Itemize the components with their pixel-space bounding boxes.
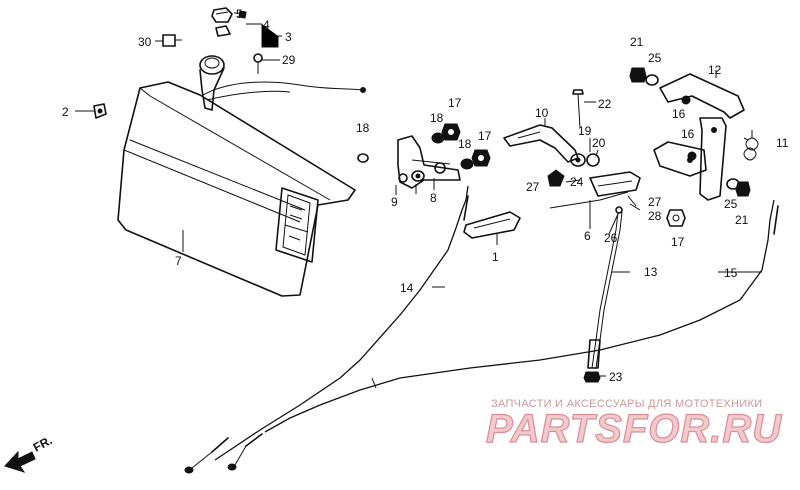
callout-6: 6 bbox=[584, 229, 591, 243]
callout-30: 30 bbox=[138, 35, 152, 49]
callout-20: 20 bbox=[592, 136, 606, 150]
callout-24: 24 bbox=[570, 175, 584, 189]
callout-21-a: 21 bbox=[630, 35, 644, 49]
front-arrow-icon bbox=[4, 450, 36, 473]
screw-16-b bbox=[687, 151, 697, 161]
callout-8: 8 bbox=[430, 191, 437, 205]
callout-28: 28 bbox=[648, 209, 662, 223]
watermark-logo: PARTSFOR.RU bbox=[486, 407, 782, 451]
callout-23: 23 bbox=[609, 370, 623, 384]
callout-12: 12 bbox=[708, 63, 722, 77]
callout-18-b: 18 bbox=[430, 111, 444, 125]
nut-17-b bbox=[471, 149, 491, 167]
callout-7: 7 bbox=[175, 254, 182, 268]
rod-13 bbox=[587, 211, 623, 369]
callout-17-a: 17 bbox=[448, 96, 462, 110]
nut-21-upper bbox=[629, 67, 647, 83]
watermark-tagline: ЗАПЧАСТИ И АКСЕССУАРЫ ДЛЯ МОТОТЕХНИКИ bbox=[491, 398, 762, 410]
callout-27-b: 27 bbox=[648, 195, 662, 209]
bracket-12 bbox=[653, 73, 745, 201]
pin-27-b bbox=[627, 195, 637, 207]
callout-16-b: 16 bbox=[681, 127, 695, 141]
pin-27-a bbox=[565, 179, 581, 183]
spring-24 bbox=[547, 169, 565, 187]
link-rod-6 bbox=[549, 171, 641, 209]
callout-1: 1 bbox=[492, 250, 499, 264]
callout-2: 2 bbox=[62, 105, 69, 119]
washer-18-c bbox=[460, 158, 474, 170]
callout-19: 19 bbox=[578, 124, 592, 138]
washer-25-upper bbox=[645, 74, 659, 86]
callout-29: 29 bbox=[282, 53, 296, 67]
washer-19 bbox=[570, 153, 586, 167]
callout-25-a: 25 bbox=[648, 51, 662, 65]
front-direction-indicator: FR. bbox=[4, 433, 55, 473]
callout-14: 14 bbox=[400, 281, 414, 295]
callout-4: 4 bbox=[263, 18, 270, 32]
nut-21-lower bbox=[735, 181, 751, 197]
bolt-22 bbox=[572, 89, 584, 129]
front-label: FR. bbox=[31, 433, 55, 454]
nut-17-c bbox=[666, 209, 686, 227]
grip-1 bbox=[463, 211, 521, 239]
callout-9: 9 bbox=[391, 195, 398, 209]
callout-3: 3 bbox=[285, 30, 292, 44]
callout-27-a: 27 bbox=[526, 180, 540, 194]
callout-11: 11 bbox=[776, 136, 789, 150]
callout-22: 22 bbox=[598, 97, 612, 111]
washer-18-left bbox=[357, 153, 369, 163]
cable-14 bbox=[184, 185, 469, 474]
callout-21-b: 21 bbox=[735, 213, 749, 227]
callout-26: 26 bbox=[604, 231, 618, 245]
callout-18-a: 18 bbox=[356, 121, 370, 135]
callout-5: 5 bbox=[236, 7, 243, 21]
callout-labels: 1 2 3 4 5 6 7 8 9 10 11 12 13 14 15 16 1… bbox=[62, 7, 789, 384]
callout-10: 10 bbox=[535, 106, 549, 120]
callout-17-c: 17 bbox=[671, 235, 685, 249]
nut-23 bbox=[583, 371, 601, 383]
clip-28 bbox=[629, 203, 641, 211]
callout-25-b: 25 bbox=[724, 197, 738, 211]
clip-2 bbox=[93, 103, 107, 119]
side-cover-panel bbox=[117, 81, 356, 297]
callout-15: 15 bbox=[724, 266, 738, 280]
collar-20 bbox=[586, 153, 600, 167]
screw-16-a bbox=[681, 95, 691, 105]
callout-18-c: 18 bbox=[458, 137, 472, 151]
leader-lines bbox=[75, 12, 762, 377]
key-cylinder-assembly bbox=[199, 7, 366, 111]
callout-16-a: 16 bbox=[672, 107, 686, 121]
hinge-bracket-8 bbox=[397, 135, 461, 189]
washer-18-b bbox=[431, 132, 445, 144]
screw-29 bbox=[253, 53, 263, 74]
screw-30 bbox=[162, 34, 182, 47]
callout-17-b: 17 bbox=[478, 129, 492, 143]
nut-17-a bbox=[441, 123, 461, 141]
watermark: ЗАПЧАСТИ И АКСЕССУАРЫ ДЛЯ МОТОТЕХНИКИ PA… bbox=[485, 398, 782, 452]
spring-11 bbox=[743, 130, 759, 161]
callout-13: 13 bbox=[644, 265, 658, 279]
lever-10 bbox=[503, 124, 579, 163]
clip-26 bbox=[615, 206, 623, 214]
